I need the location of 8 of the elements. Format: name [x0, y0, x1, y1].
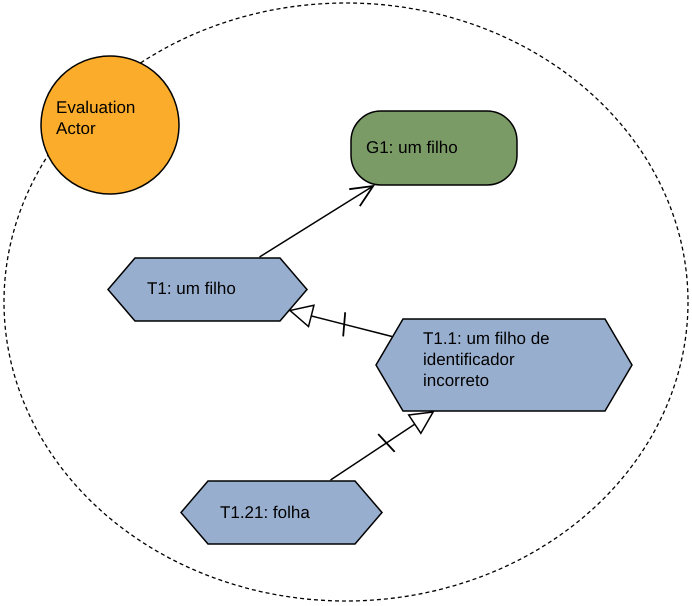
- arrow: [259, 185, 374, 258]
- node-label: Evaluation Actor: [56, 97, 136, 139]
- node-label: T1: um filho: [147, 278, 237, 299]
- arrow: [288, 304, 392, 338]
- node-label: T1.21: folha: [220, 502, 311, 523]
- arrow: [330, 411, 434, 481]
- node-label: G1: um filho: [366, 137, 459, 158]
- node-label: T1.1: um filho de identificador incorreto: [423, 328, 551, 391]
